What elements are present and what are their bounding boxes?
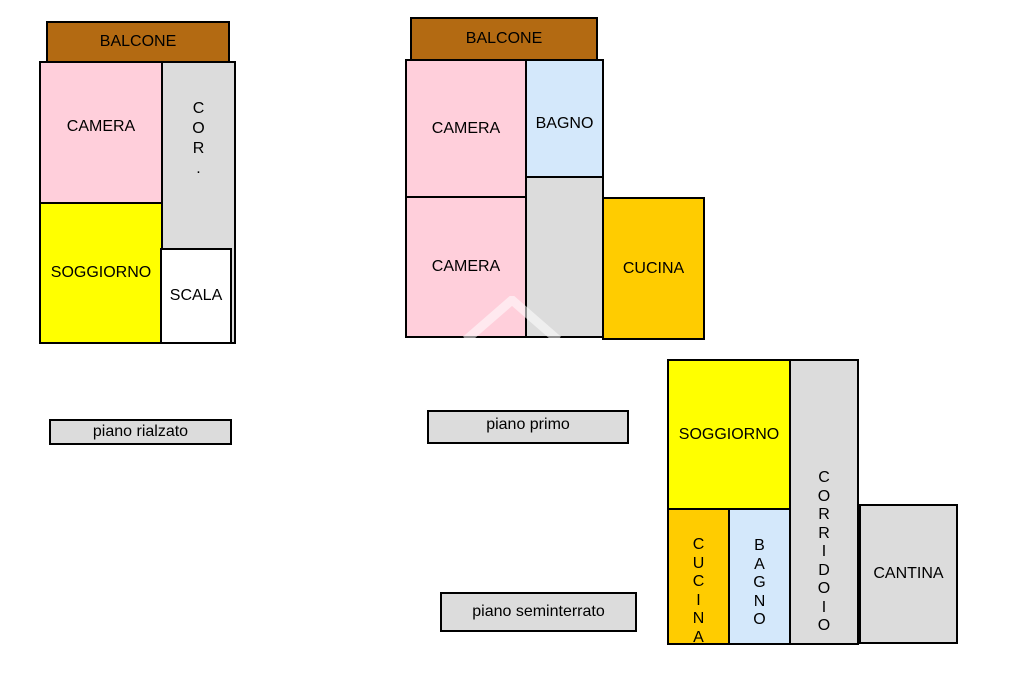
ps-cantina: CANTINA [859, 504, 958, 644]
pr-scala-label: SCALA [169, 287, 223, 304]
pp-bagno-label: BAGNO [535, 115, 594, 132]
pr-corridoio-label: C O R . [192, 100, 205, 177]
pp-balcone-label: BALCONE [465, 30, 543, 47]
ps-cucina: C U C I N A [667, 508, 730, 646]
ps-cantina-label: CANTINA [873, 565, 944, 582]
pp-camera-1: CAMERA [405, 59, 527, 199]
ps-soggiorno: SOGGIORNO [667, 359, 791, 511]
ps-soggiorno-label: SOGGIORNO [678, 426, 780, 443]
ps-cucina-label: C U C I N A [692, 536, 705, 646]
pp-camera-2-label: CAMERA [431, 258, 501, 275]
pp-floor-label: piano primo [427, 410, 629, 444]
ps-bagno: B A G N O [728, 508, 791, 645]
ps-bagno-label: B A G N O [753, 537, 766, 628]
pr-soggiorno: SOGGIORNO [39, 202, 163, 344]
house-watermark-icon [463, 296, 561, 342]
ps-corridoio: C O R R I D O I O [789, 359, 859, 645]
pr-scala: SCALA [160, 248, 232, 344]
pr-soggiorno-label: SOGGIORNO [50, 264, 152, 281]
pr-camera: CAMERA [39, 61, 163, 204]
pp-cucina: CUCINA [602, 197, 705, 340]
ps-corridoio-label: C O R R I D O I O [817, 469, 831, 634]
ps-floor-label: piano seminterrato [440, 592, 637, 632]
pp-bagno: BAGNO [525, 59, 604, 178]
pr-balcone-label: BALCONE [99, 33, 177, 50]
pr-floor-label: piano rialzato [49, 419, 232, 445]
pp-camera-2: CAMERA [405, 196, 527, 338]
pp-cucina-label: CUCINA [622, 259, 685, 277]
pr-balcone: BALCONE [46, 21, 230, 63]
pp-balcone: BALCONE [410, 17, 598, 61]
pp-camera-1-label: CAMERA [431, 120, 501, 137]
pr-camera-label: CAMERA [66, 118, 136, 135]
